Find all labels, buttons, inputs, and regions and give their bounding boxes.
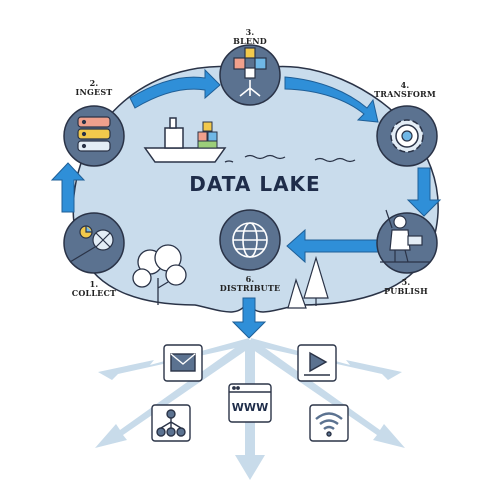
tile-mail xyxy=(163,344,203,382)
arrow-ingest-to-blend xyxy=(129,68,221,109)
cubes-icon xyxy=(233,47,267,97)
person-icon xyxy=(380,209,430,263)
net-icon xyxy=(69,225,114,263)
tree-right xyxy=(287,255,329,309)
arrow-distribute-down xyxy=(231,297,267,339)
step-label-blend: 3.BLEND xyxy=(233,27,267,46)
step-label-ingest: 2.INGEST xyxy=(75,78,113,97)
water-waves xyxy=(224,154,356,163)
globe-icon xyxy=(232,222,268,258)
step-label-distribute: 6.DISTRIBUTE xyxy=(219,274,281,293)
arrow-blend-to-transform xyxy=(284,76,379,123)
arrow-transform-to-publish xyxy=(406,167,442,217)
arrow-publish-to-distribute xyxy=(286,228,381,264)
tile-network xyxy=(151,404,191,442)
diagram-title: DATA LAKE xyxy=(189,172,321,196)
cycle-arrows xyxy=(50,68,442,339)
step-label-transform: 4.TRANSFORM xyxy=(374,80,436,99)
gear-icon xyxy=(390,119,424,153)
database-icon xyxy=(77,116,111,152)
tile-play xyxy=(297,344,337,382)
www-label: WWW xyxy=(232,401,268,414)
ship-icon xyxy=(143,117,227,163)
step-label-collect: 1.COLLECT xyxy=(71,279,117,298)
step-label-publish: 5.PUBLISH xyxy=(384,277,428,296)
tree-left xyxy=(132,244,187,305)
tile-www xyxy=(228,383,272,423)
arrow-collect-to-ingest xyxy=(50,162,86,213)
tile-wifi xyxy=(309,404,349,442)
